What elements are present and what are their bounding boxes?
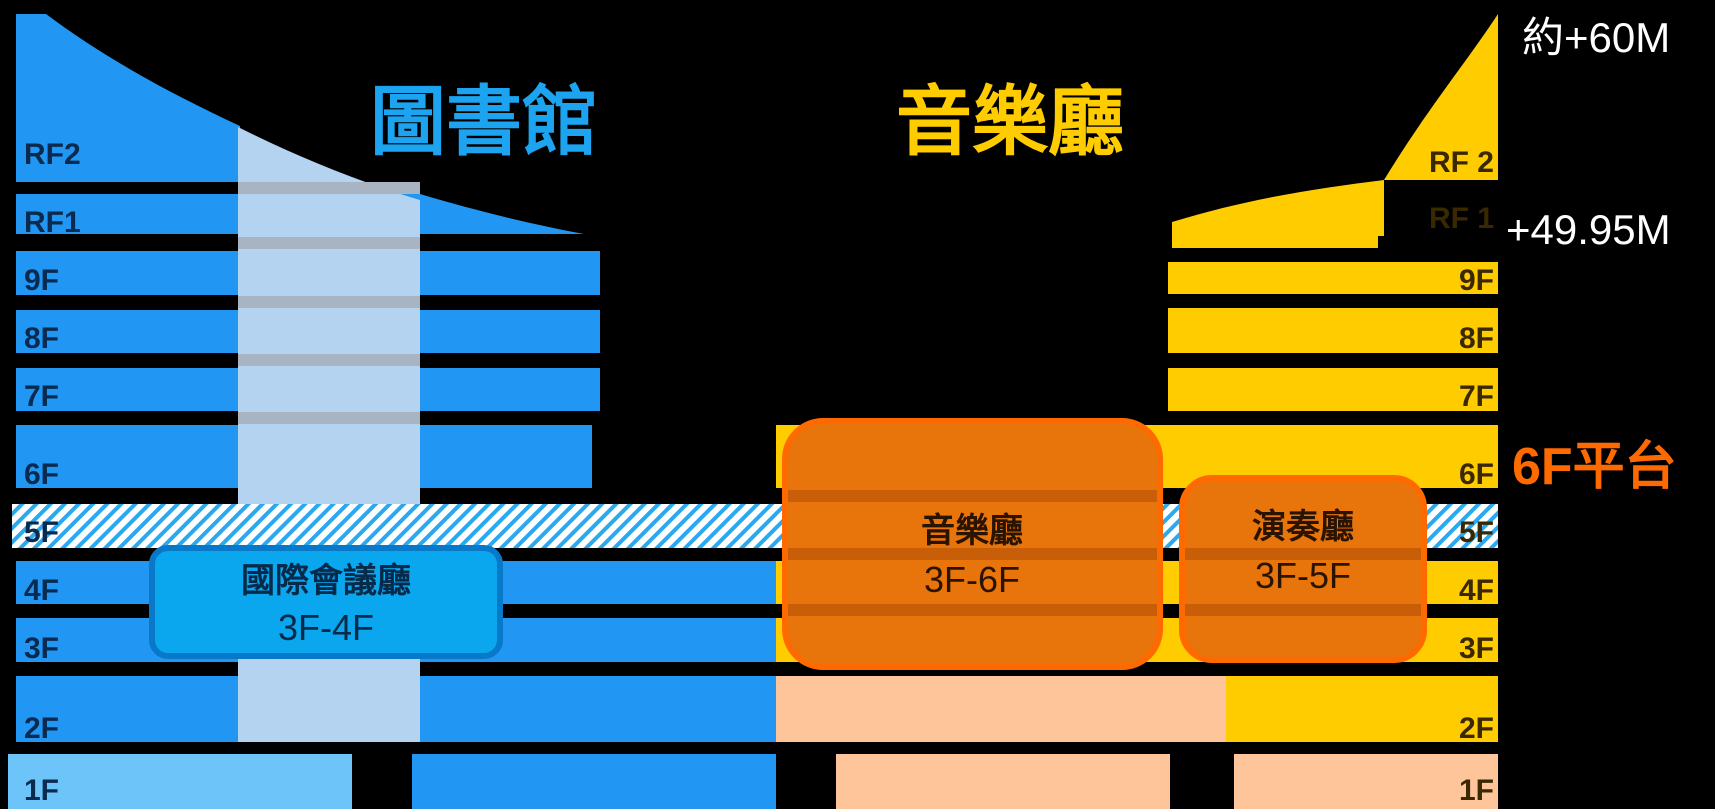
concert-floor-9f [1168, 262, 1498, 294]
height-top-label: 約+60M [1522, 14, 1670, 61]
library-floor-label: RF2 [24, 138, 81, 171]
library-floor-label: 8F [24, 322, 59, 355]
concert-floor-2f-peach [776, 676, 1226, 742]
roof-slit [1378, 236, 1498, 249]
library-title: 圖書館 [370, 80, 598, 165]
concert-floor-label: 6F [1459, 458, 1494, 491]
concert-floor-label: 2F [1459, 712, 1494, 745]
concert-floor-label: 1F [1459, 774, 1494, 807]
concert-floor-label: 5F [1459, 516, 1494, 549]
music-hall-slab [788, 548, 1157, 560]
library-floor-1f-left [8, 754, 352, 809]
recital-hall-slab [1185, 548, 1421, 560]
concert-floor-label: 8F [1459, 322, 1494, 355]
concert-floor-1f-right [1234, 754, 1498, 809]
library-floor-labels: RF2 RF1 9F 8F 7F 6F 5F 4F 3F 2F 1F [24, 138, 81, 807]
concert-roof-rf2 [1384, 14, 1498, 180]
atrium-slab [238, 237, 420, 249]
library-floor-label: 4F [24, 574, 59, 607]
recital-hall-box: 演奏廳 3F-5F [1179, 475, 1427, 663]
conference-hall-name: 國際會議廳 [241, 562, 411, 600]
library-floor-label: 1F [24, 774, 59, 807]
library-roof-rf2 [16, 14, 240, 182]
concert-floor-7f [1168, 368, 1498, 411]
concert-floor-label: 3F [1459, 632, 1494, 665]
conference-hall-frame [149, 545, 503, 659]
music-hall-box: 音樂廳 3F-6F [782, 418, 1163, 670]
music-hall-floors: 3F-6F [924, 559, 1020, 600]
library-floor-label: 9F [24, 264, 59, 297]
recital-hall-name: 演奏廳 [1252, 508, 1354, 546]
concert-hall-title: 音樂廳 [896, 80, 1124, 165]
concert-floor-labels: RF 2 RF 1 9F 8F 7F 6F 5F 4F 3F 2F 1F [1429, 146, 1494, 807]
concert-floor-label: RF 2 [1429, 146, 1494, 179]
concert-floor-1f-left [836, 754, 1170, 809]
music-hall-slab [788, 490, 1157, 502]
library-floor-label: 5F [24, 516, 59, 549]
atrium-slab [238, 412, 420, 424]
library-floor-label: RF1 [24, 206, 81, 239]
concert-roof-rf1 [1172, 180, 1384, 248]
concert-floor-label: 7F [1459, 380, 1494, 413]
concert-floor-8f [1168, 308, 1498, 353]
library-floor-label: 3F [24, 632, 59, 665]
concert-floor-label: RF 1 [1429, 202, 1494, 235]
conference-hall-box: 國際會議廳 3F-4F [149, 545, 503, 659]
roof-slit [1384, 181, 1498, 194]
atrium-slab [238, 354, 420, 366]
atrium-slab [238, 182, 420, 194]
roof-slit [1378, 294, 1498, 307]
concert-building [776, 14, 1498, 809]
music-hall-slab [788, 604, 1157, 616]
atrium-slab [238, 296, 420, 308]
recital-hall-floors: 3F-5F [1255, 555, 1351, 596]
library-floor-label: 6F [24, 458, 59, 491]
recital-hall-slab [1185, 604, 1421, 616]
concert-floor-label: 4F [1459, 574, 1494, 607]
platform-6f-label: 6F平台 [1512, 438, 1677, 496]
conference-hall-floors: 3F-4F [278, 607, 374, 648]
library-floor-label: 7F [24, 380, 59, 413]
library-floor-label: 2F [24, 712, 59, 745]
library-floor-1f-right [412, 754, 776, 809]
height-roof-label: +49.95M [1506, 206, 1671, 253]
music-hall-name: 音樂廳 [921, 512, 1023, 550]
concert-floor-label: 9F [1459, 264, 1494, 297]
concert-floor-2f [1226, 676, 1498, 742]
